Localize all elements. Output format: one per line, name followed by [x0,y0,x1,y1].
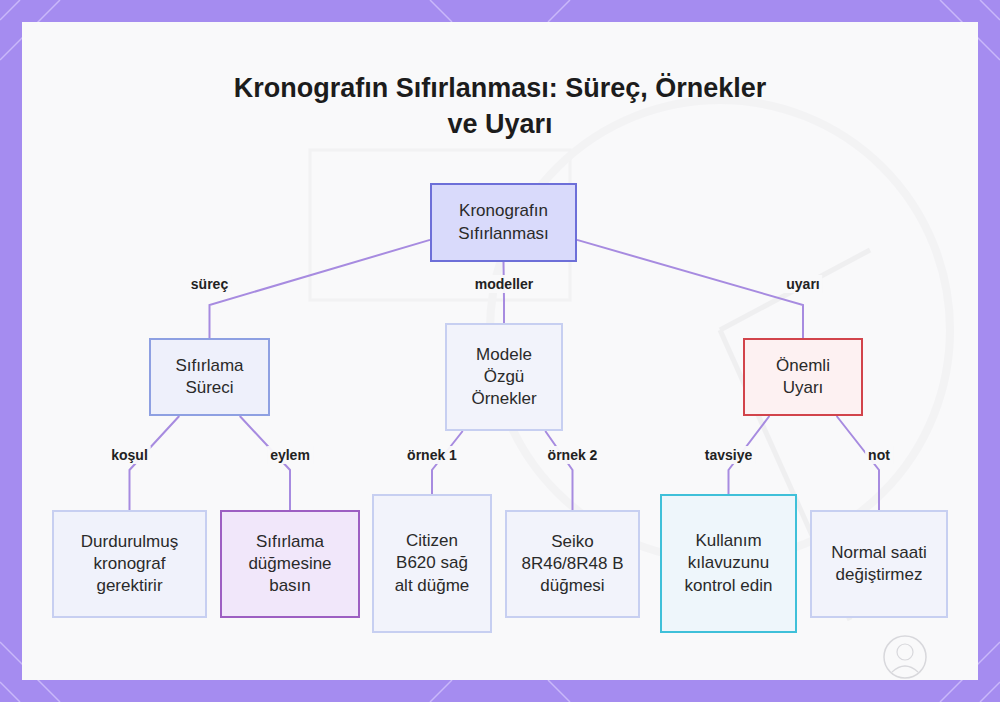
concept-box: Seiko 8R46/8R48 B düğmesi [505,510,640,618]
node-text: Durdurulmuş kronograf gerektirir [68,531,191,597]
node-text: Sıfırlama Süreci [165,355,254,399]
node-text: Seiko 8R46/8R48 B düğmesi [521,531,624,597]
logo [884,636,926,678]
concept-box: Sıfırlama Süreci [149,338,270,416]
edge-label: uyarı [783,275,822,293]
panel [22,22,978,680]
edge-label: not [865,446,893,464]
node-text: Modele Özgü Örnekler [463,344,545,410]
node-text: Kullanım kılavuzunu kontrol edin [678,530,779,596]
root-box: Kronografın Sıfırlanması [430,183,577,262]
connector [545,431,572,510]
edge-label: modeller [472,275,536,293]
concept-box: Citizen B620 sağ alt düğme [372,494,492,633]
edge-label: örnek 2 [545,446,601,464]
node-text: Önemli Uyarı [761,355,845,399]
edge-label: koşul [108,446,151,464]
concept-box: Modele Özgü Örnekler [445,323,563,431]
edge-label: süreç [188,275,231,293]
concept-box: Durdurulmuş kronograf gerektirir [52,510,207,618]
concept-box: Sıfırlama düğmesine basın [220,510,360,618]
diagram-title: Kronografın Sıfırlanması: Süreç, Örnekle… [220,70,780,143]
concept-box: Normal saati değiştirmez [810,510,948,618]
node-text: Sıfırlama düğmesine basın [236,531,344,597]
edge-label: tavsiye [702,446,755,464]
concept-box: Önemli Uyarı [743,338,863,416]
node-text: Citizen B620 sağ alt düğme [388,530,476,596]
concept-box: Kullanım kılavuzunu kontrol edin [660,494,797,633]
edge-label: örnek 1 [404,446,460,464]
edge-label: eylem [267,446,313,464]
connector [577,240,803,338]
node-text: Kronografın Sıfırlanması [444,200,563,244]
connector [210,240,431,338]
node-text: Normal saati değiştirmez [828,542,930,586]
